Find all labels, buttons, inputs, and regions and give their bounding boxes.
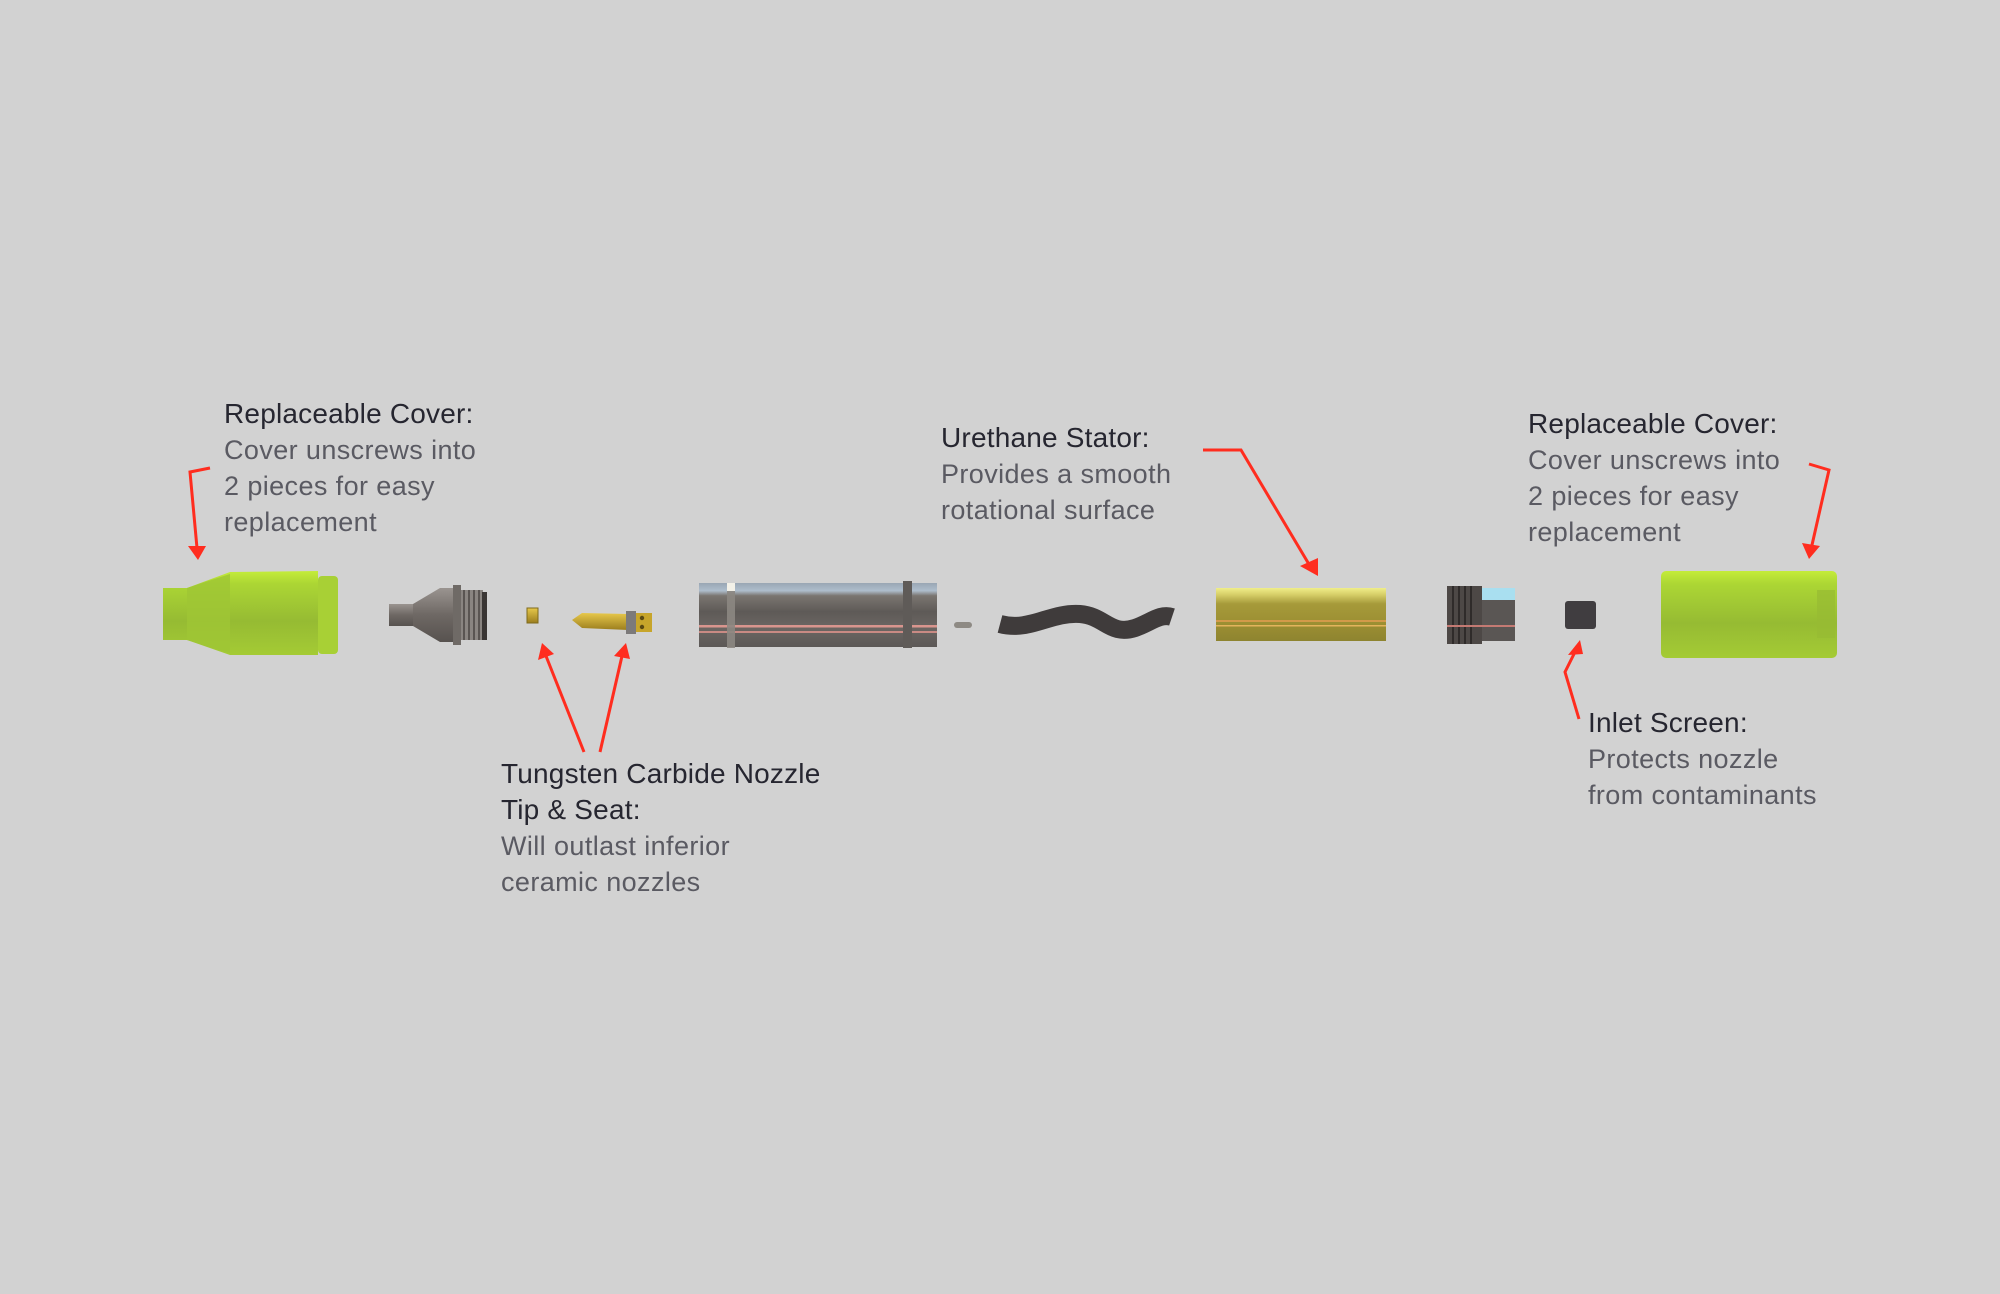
nozzle-body-part (389, 585, 487, 645)
inlet-title: Inlet Screen: (1588, 707, 1748, 738)
end-fitting-part (1447, 586, 1515, 644)
arrow-urethane-stator (1203, 448, 1312, 567)
arrow-left-cover (188, 466, 211, 549)
nozzle-desc-line-2: ceramic nozzles (501, 867, 701, 897)
arrow-inlet-screen (1563, 649, 1581, 720)
left-cover-label: Replaceable Cover: Cover unscrews into 2… (224, 396, 476, 540)
left-cover-desc-line-3: replacement (224, 507, 377, 537)
nozzle-seat-part (572, 611, 652, 634)
inlet-screen-part (1565, 601, 1596, 629)
stator-desc-line-1: Provides a smooth (941, 459, 1172, 489)
nozzle-title-line-2: Tip & Seat: (501, 794, 641, 825)
arrow-right-cover (1808, 462, 1831, 546)
left-cover-title: Replaceable Cover: (224, 398, 474, 429)
arrowheads (188, 543, 1820, 660)
right-cover-part (1661, 571, 1837, 658)
left-cover-desc-line-2: 2 pieces for easy (224, 471, 435, 501)
housing-tube-part (699, 581, 937, 648)
nozzle-label: Tungsten Carbide Nozzle Tip & Seat: Will… (501, 756, 821, 900)
pin-part (954, 622, 972, 628)
inlet-desc-line-1: Protects nozzle (1588, 744, 1779, 774)
stator-label: Urethane Stator: Provides a smooth rotat… (941, 420, 1171, 528)
right-cover-desc-line-2: 2 pieces for easy (1528, 481, 1739, 511)
stator-title: Urethane Stator: (941, 422, 1150, 453)
right-cover-desc-line-1: Cover unscrews into (1528, 445, 1781, 475)
left-cover-part (163, 571, 338, 655)
right-cover-desc-line-3: replacement (1528, 517, 1681, 547)
nozzle-title-line-1: Tungsten Carbide Nozzle (501, 758, 821, 789)
inlet-desc-line-2: from contaminants (1588, 780, 1817, 810)
left-cover-desc-line-1: Cover unscrews into (224, 435, 477, 465)
inlet-label: Inlet Screen: Protects nozzle from conta… (1588, 705, 1817, 813)
right-cover-label: Replaceable Cover: Cover unscrews into 2… (1528, 406, 1780, 550)
right-cover-title: Replaceable Cover: (1528, 408, 1778, 439)
arrow-nozzle-seat (598, 655, 624, 753)
rotor-part (997, 604, 1175, 639)
arrow-nozzle-tip (544, 655, 586, 753)
nozzle-tip-part (526, 607, 539, 624)
stator-desc-line-2: rotational surface (941, 495, 1156, 525)
nozzle-desc-line-1: Will outlast inferior (501, 831, 730, 861)
urethane-stator-part (1216, 588, 1386, 641)
